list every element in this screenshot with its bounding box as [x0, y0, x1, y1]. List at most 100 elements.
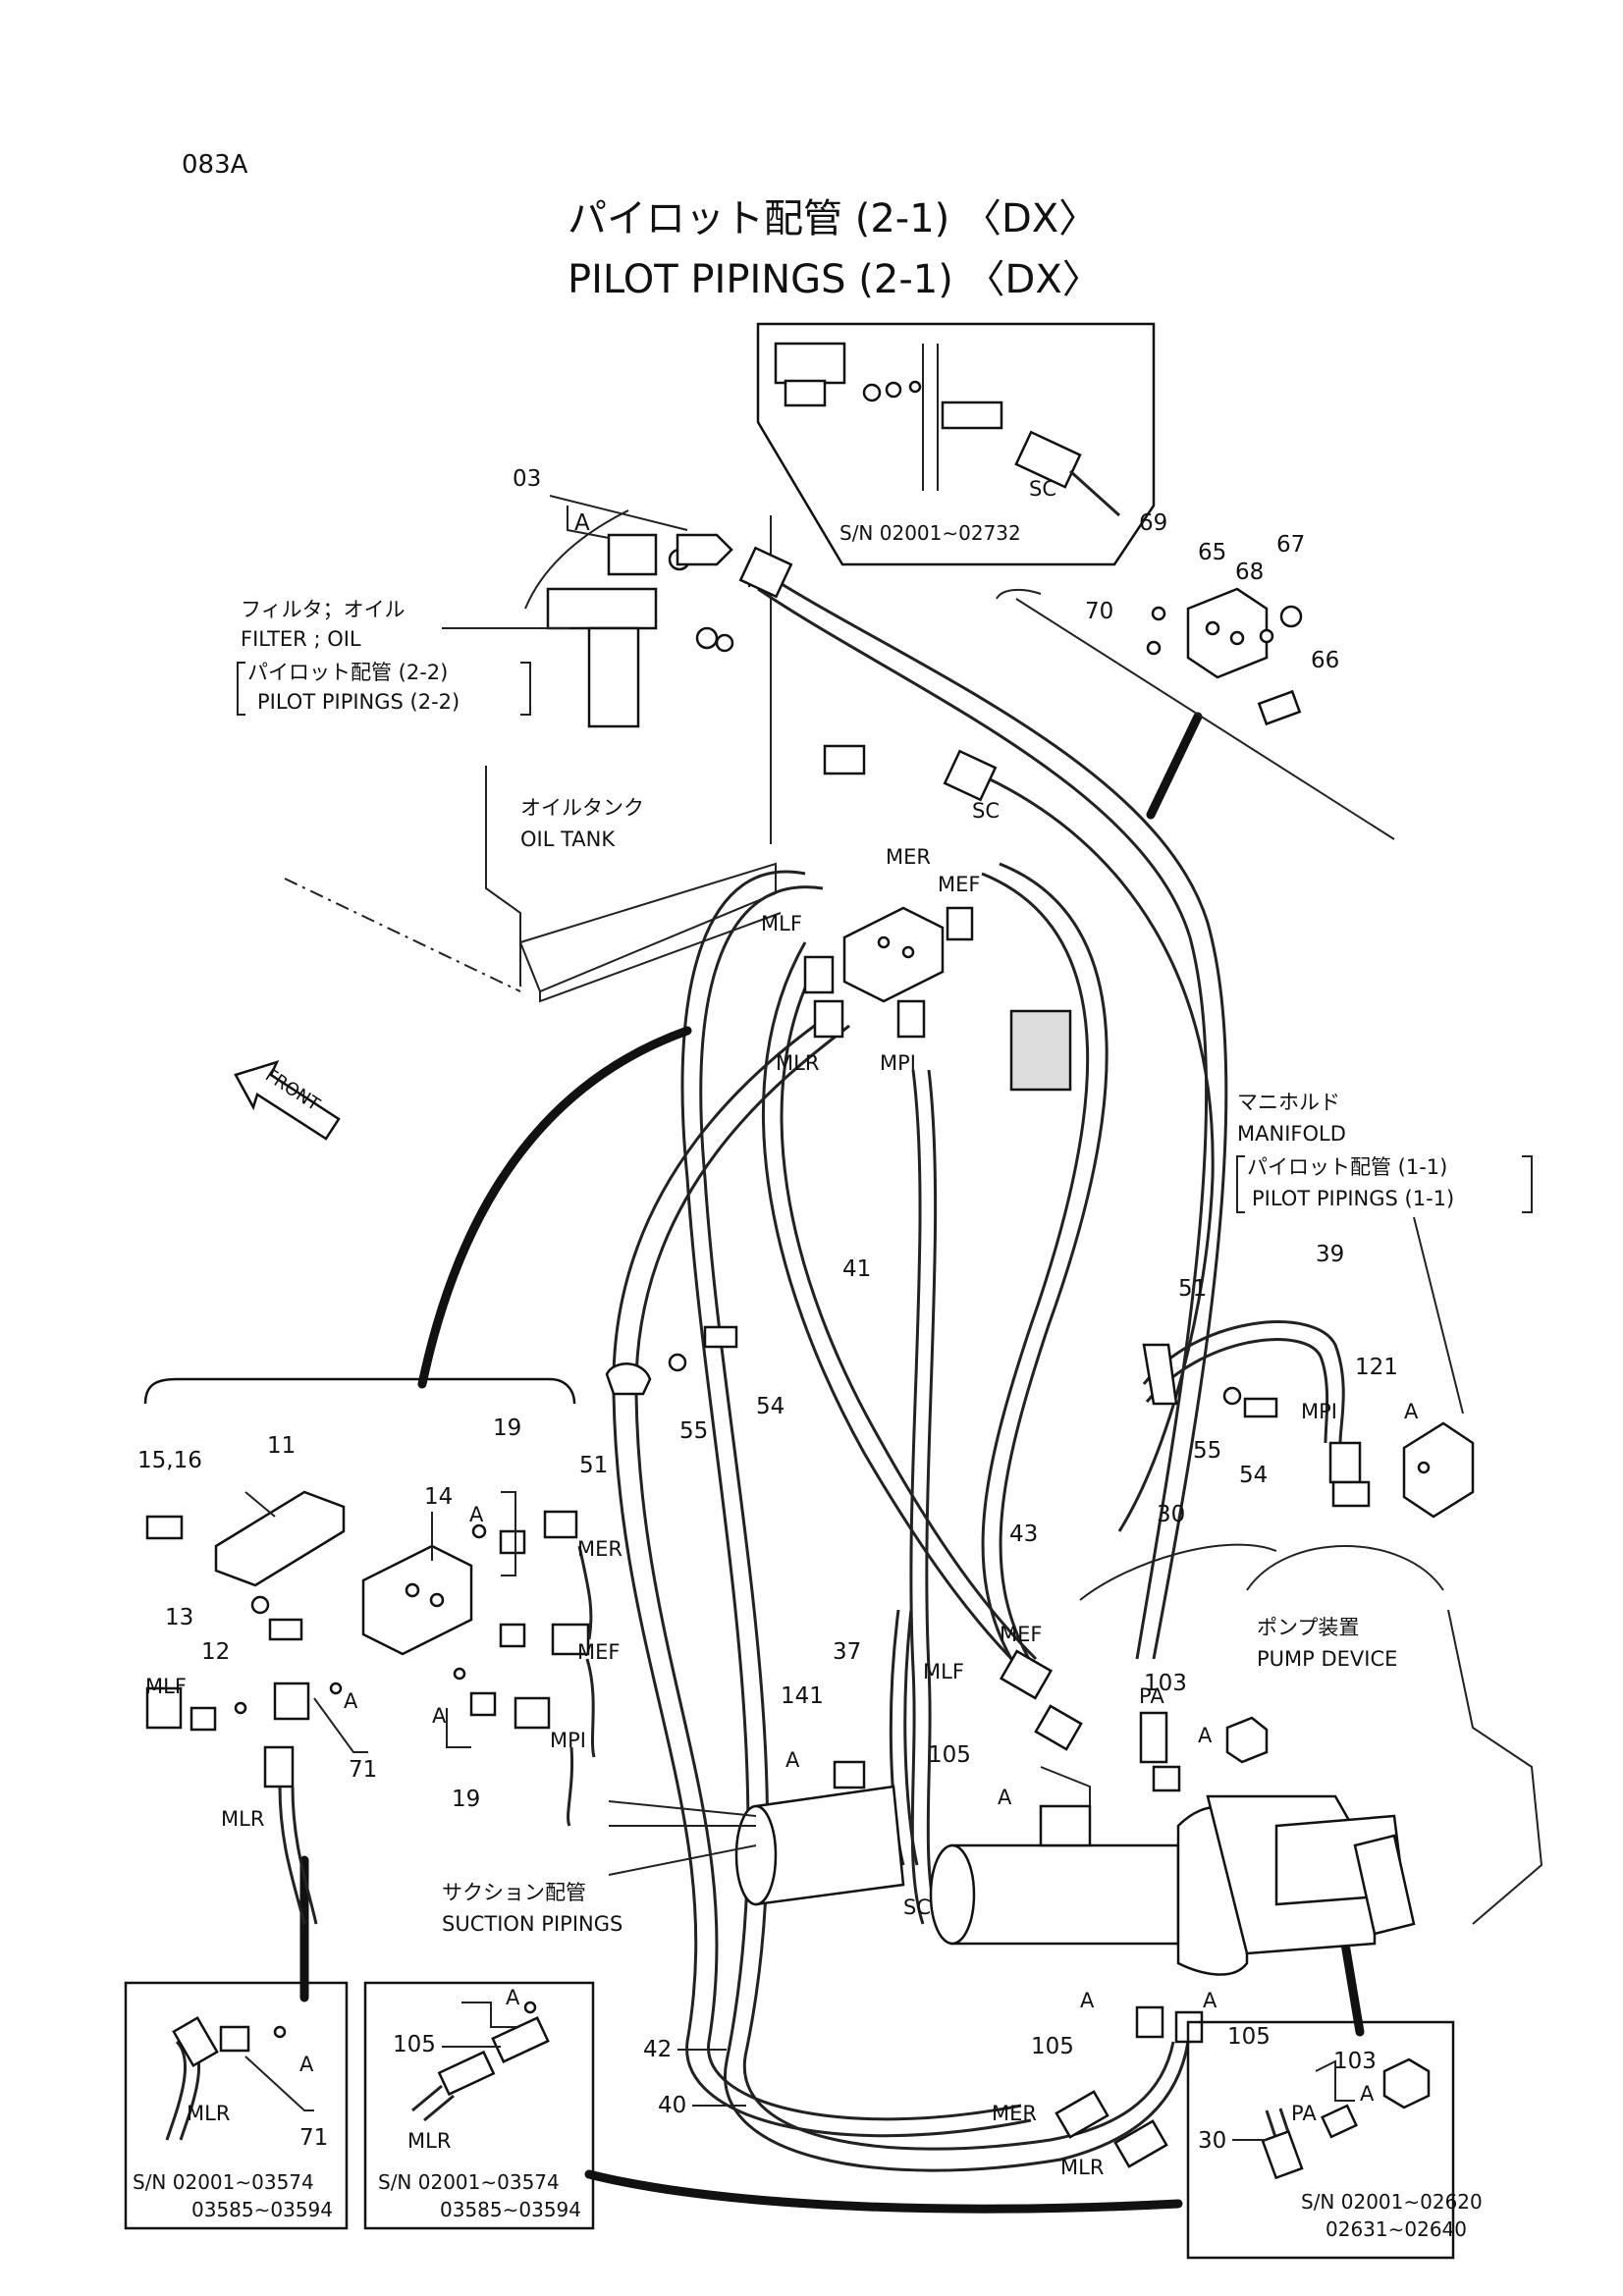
oil-tank-label-en: OIL TANK [520, 828, 616, 851]
port-sc-bottom: SC [903, 1896, 931, 1919]
thick-link-4 [584, 2169, 1183, 2214]
part-14: 14 [424, 1484, 453, 1510]
port-mlf-top: MLF [761, 912, 802, 935]
port-a-105: A [998, 1786, 1012, 1809]
port-a-left-mid: A [344, 1689, 358, 1713]
pump-label-jp: ポンプ装置 [1257, 1616, 1359, 1639]
thick-link-2 [417, 1026, 692, 1389]
manifold-ref-en: PILOT PIPINGS (1-1) [1252, 1187, 1454, 1210]
filter-ref-jp: パイロット配管 (2-2) [247, 661, 448, 684]
top-inset-sc-label: SC [1029, 477, 1056, 501]
inset-1-serial-2: 03585∼03594 [191, 2198, 333, 2221]
part-103-mid: 103 [1144, 1671, 1187, 1696]
part-105-mid: 105 [928, 1742, 971, 1768]
filter-label-jp: フィルタ；オイル [241, 598, 406, 621]
part-65: 65 [1198, 540, 1226, 565]
part-51-right: 51 [1178, 1276, 1207, 1302]
inset-3-serial-1: S/N 02001∼02620 [1301, 2190, 1483, 2214]
inset-1-a: A [299, 2053, 314, 2076]
part-11: 11 [267, 1433, 296, 1459]
port-a-bottom-right: A [1203, 1989, 1217, 2012]
part-121: 121 [1355, 1355, 1398, 1380]
port-mer-left: MER [577, 1537, 622, 1561]
port-pa-mid: PA [1139, 1684, 1164, 1708]
part-03-a-label: A [574, 510, 590, 536]
inset-1-serial-1: S/N 02001∼03574 [133, 2170, 314, 2194]
port-mpi-manifold: MPI [1301, 1400, 1337, 1423]
top-inset: S/N 02001∼02732 SC [756, 322, 1156, 566]
inset-2-mlr: MLR [407, 2129, 451, 2153]
oil-tank-label-jp: オイルタンク [520, 796, 644, 820]
suction-label-jp: サクション配管 [442, 1881, 586, 1904]
part-40: 40 [658, 2093, 686, 2118]
suction-label-en: SUCTION PIPINGS [442, 1912, 622, 1936]
inset-2-serial-1: S/N 02001∼03574 [378, 2170, 560, 2194]
inset-3-serial-2: 02631∼02640 [1325, 2217, 1467, 2241]
part-105-bottom-right: 105 [1227, 2024, 1271, 2050]
inset-1-part-71: 71 [299, 2125, 328, 2151]
part-19-bottom: 19 [452, 1787, 480, 1812]
part-19-top: 19 [493, 1415, 521, 1441]
filter-label-en: FILTER ; OIL [241, 627, 361, 651]
pump-label-en: PUMP DEVICE [1257, 1647, 1397, 1671]
part-30-top: 30 [1157, 1502, 1185, 1527]
inset-3-part-103: 103 [1333, 2049, 1377, 2074]
manifold-block [1402, 1421, 1475, 1519]
port-mef-top: MEF [938, 873, 980, 896]
port-mpi-top: MPI [880, 1051, 916, 1075]
part-68: 68 [1235, 560, 1264, 585]
filter-ref-en: PILOT PIPINGS (2-2) [257, 690, 460, 714]
port-mpi-left: MPI [550, 1729, 586, 1752]
port-a-141: A [785, 1748, 800, 1772]
inset-2-a: A [506, 1986, 520, 2009]
part-69: 69 [1139, 510, 1167, 536]
part-03-label: 03 [513, 466, 541, 492]
center-valve-block [803, 906, 1072, 1092]
port-mlf-mid: MLF [923, 1660, 964, 1683]
part-105-bottom-left: 105 [1031, 2034, 1074, 2059]
part-13: 13 [165, 1605, 193, 1630]
part-54-left: 54 [756, 1394, 784, 1419]
part-141: 141 [781, 1683, 824, 1709]
left-detail [143, 1377, 596, 1925]
port-mer-bottom: MER [992, 2102, 1037, 2125]
inset-3-part-30: 30 [1198, 2128, 1226, 2154]
port-a-manifold: A [1404, 1400, 1419, 1423]
part-54-right: 54 [1239, 1463, 1268, 1488]
part-70: 70 [1085, 599, 1113, 624]
inset-2 [363, 1981, 595, 2230]
filter-oil-assembly [524, 509, 734, 728]
part-55-right: 55 [1193, 1438, 1221, 1464]
part-15-16: 15,16 [137, 1448, 202, 1473]
port-mlf-left: MLF [145, 1675, 187, 1698]
port-mef-mid: MEF [1000, 1623, 1042, 1646]
part-41: 41 [842, 1256, 871, 1282]
front-arrow-icon: FRONT [234, 1059, 341, 1141]
manifold-block-65 [1146, 587, 1303, 726]
inset-2-serial-2: 03585∼03594 [440, 2198, 581, 2221]
part-71-left: 71 [349, 1757, 377, 1783]
pump-device [929, 1543, 1543, 1976]
oil-tank [284, 515, 782, 1003]
part-67: 67 [1276, 532, 1305, 558]
main-hoses [612, 572, 1345, 2172]
manifold-label-jp: マニホルド [1237, 1091, 1340, 1114]
port-a-bottom-left: A [1080, 1989, 1095, 2012]
part-12: 12 [201, 1639, 230, 1665]
port-mlr-top: MLR [776, 1051, 819, 1075]
title-en: PILOT PIPINGS (2-1) 〈DX〉 [568, 257, 1102, 302]
part-43: 43 [1009, 1522, 1038, 1547]
part-66: 66 [1311, 648, 1339, 673]
manifold-label-en: MANIFOLD [1237, 1122, 1346, 1146]
manifold-ref-jp: パイロット配管 (1-1) [1247, 1155, 1447, 1179]
port-mer-top: MER [886, 845, 931, 869]
part-51-left: 51 [579, 1453, 608, 1478]
port-mlr-bottom: MLR [1060, 2156, 1104, 2179]
title-jp: パイロット配管 (2-1) 〈DX〉 [568, 196, 1098, 241]
suction-piping [608, 1785, 905, 1906]
port-a-left-bottom: A [432, 1704, 447, 1728]
inset-3-pa: PA [1291, 2102, 1317, 2125]
part-42: 42 [643, 2037, 672, 2062]
top-inset-serial: S/N 02001∼02732 [839, 521, 1021, 545]
